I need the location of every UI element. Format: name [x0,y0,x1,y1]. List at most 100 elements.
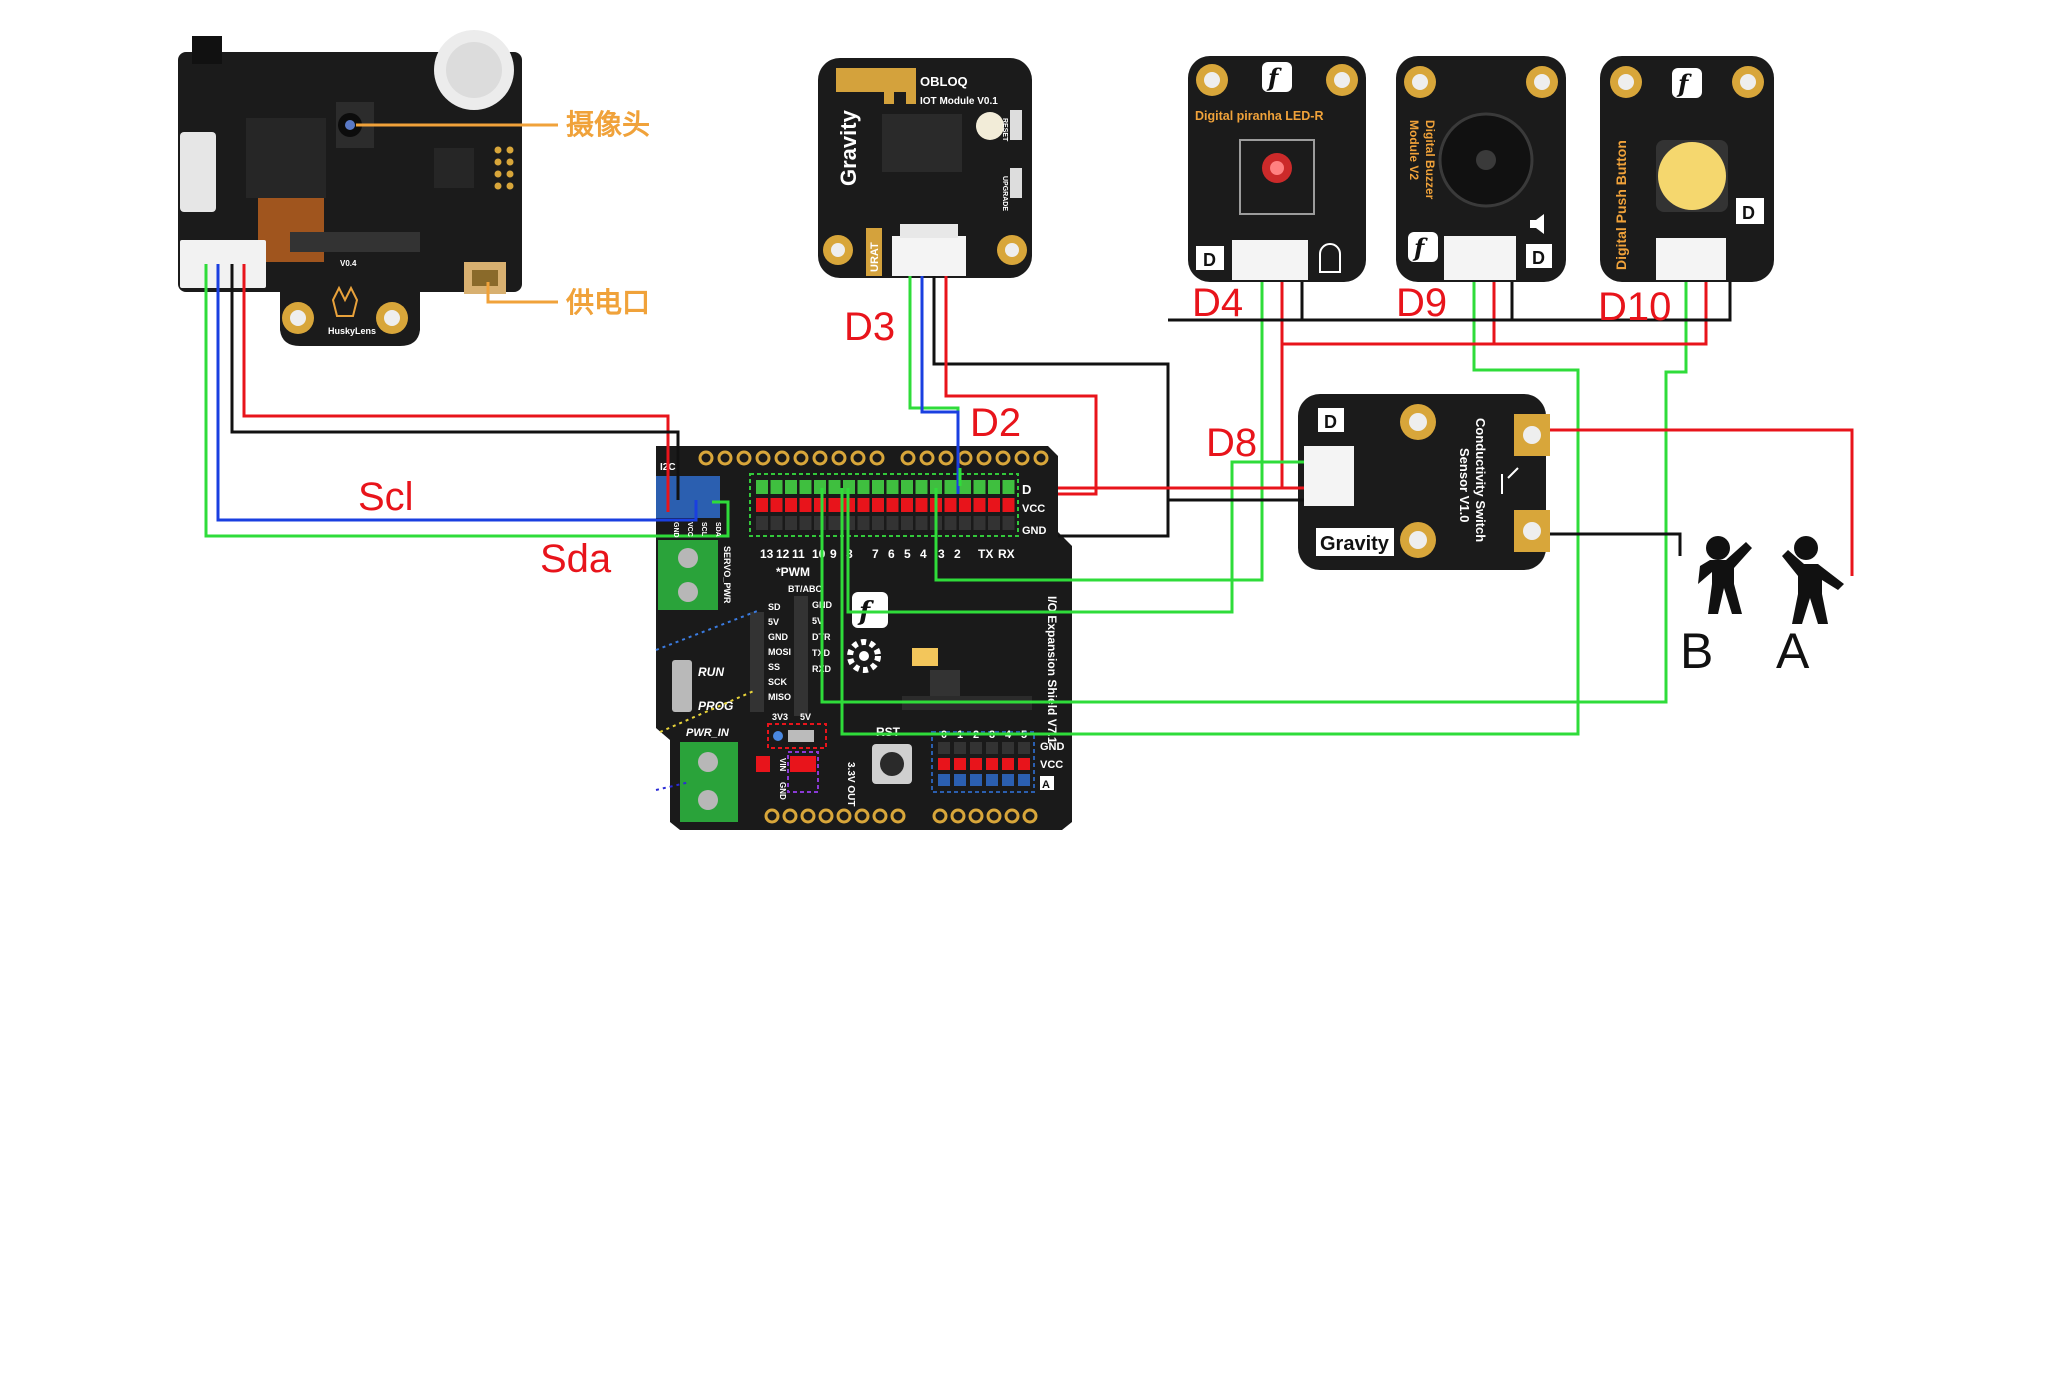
gnd-label: GND [778,782,787,800]
analog-pin [1018,774,1030,786]
header-pin [756,498,768,512]
header-pin [1002,516,1015,530]
wire-button-vcc [1494,282,1708,346]
header-pin [915,516,928,530]
i2c-pin-label: SDA [714,522,721,537]
wire-led-signal [934,282,1264,582]
digital-pin-label: 7 [872,547,879,561]
header-pin [814,516,826,530]
wire-button-signal [820,282,1688,704]
analog-pin [1018,758,1030,770]
digital-pin-label: 11 [792,547,805,561]
header-pin [959,480,971,494]
push-button-module: f Digital Push Button D [1600,56,1774,282]
jumper-3v3: 3V3 [772,712,788,722]
analog-pin [1018,742,1030,754]
vin-label: VIN [778,758,787,772]
analog-pin [986,774,998,786]
wire-obloq-black [932,276,1170,538]
camera-label: 摄像头 [566,108,650,141]
wire-cond-b [1550,532,1682,556]
header-pin [959,516,971,530]
prog-label: PROG [698,699,733,713]
header-pin [944,498,957,512]
header-pin [988,498,1000,512]
analog-pin [938,774,950,786]
svg-text:f: f [1266,63,1282,92]
analog-pin [938,758,950,770]
spi-pin-label: 5V [768,617,779,627]
label-d3: D3 [844,305,895,349]
header-pin [828,498,841,512]
shield-side-title: I/O Expansion Shield V7.1 [1045,596,1059,744]
analog-pin [970,758,982,770]
button-title: Digital Push Button [1613,140,1629,270]
obloq-upgrade: UPGRADE [1001,176,1008,211]
header-pin [756,516,768,530]
svg-text:f: f [1676,69,1692,98]
header-pin [901,498,913,512]
huskylens-version: V0.4 [340,259,357,268]
label-person-b: B [1680,623,1713,679]
header-pin [785,498,797,512]
header-pin [799,516,812,530]
wire-huskylens-vcc [242,264,670,512]
header-pin [988,516,1000,530]
wire-cond-signal [846,460,1304,614]
header-pin [872,480,884,494]
header-pin [785,480,797,494]
spi-pin-label: SCK [768,677,788,687]
obloq-module: OBLOQ IOT Module V0.1 Gravity RESET UPGR… [818,58,1032,278]
header-pin [857,498,870,512]
wire-buzzer-vcc [1282,282,1496,346]
spi-pin-label: MOSI [768,647,791,657]
header-pin [915,480,928,494]
analog-pin [986,758,998,770]
label-scl: Scl [358,475,414,519]
wire-huskylens-scl [216,264,698,522]
header-pin [872,498,884,512]
header-pin [814,498,826,512]
header-pin [828,516,841,530]
i2c-pin-label: SCL [700,522,707,537]
wires [204,264,1854,736]
i2c-pin-label: VCC [686,522,693,537]
huskylens-name: HuskyLens [328,326,376,336]
run-label: RUN [698,665,724,679]
person-a-icon [1782,536,1844,624]
label-sda: Sda [540,537,612,581]
header-pin [843,480,855,494]
wire-huskylens-gnd [230,264,680,500]
header-pin [973,480,986,494]
header-pin [857,516,870,530]
analog-pin [1002,774,1014,786]
row-d-label: D [1022,482,1031,497]
header-pin [770,516,783,530]
digital-pin-label: 3 [938,547,945,561]
spi-pin-label: SD [768,602,781,612]
label-d10: D10 [1598,285,1671,329]
huskylens-board: HuskyLens V0.4 摄像头 供电口 [178,30,650,346]
wire-button-gnd [1512,282,1732,322]
conductivity-port: D [1324,412,1337,432]
header-pin [799,480,812,494]
digital-pin-label: TX [978,547,993,561]
header-pin [915,498,928,512]
digital-pin-label: 4 [920,547,927,561]
wire-obloq-red [944,276,1098,496]
i2c-pin-label: GND [672,522,679,538]
analog-gnd: GND [1040,741,1065,753]
digital-pin-label: 6 [888,547,895,561]
header-pin [901,516,913,530]
person-b-icon [1698,536,1752,614]
rst-label: RST [876,725,901,739]
header-pin [988,480,1000,494]
bt-abc: BT/ABC [788,584,822,594]
analog-a: A [1042,779,1050,791]
header-pin [857,480,870,494]
digital-pin-label: 13 [760,547,774,561]
header-pin [886,498,899,512]
svg-text:f: f [1412,233,1428,262]
wire-buzzer-signal [840,282,1580,736]
